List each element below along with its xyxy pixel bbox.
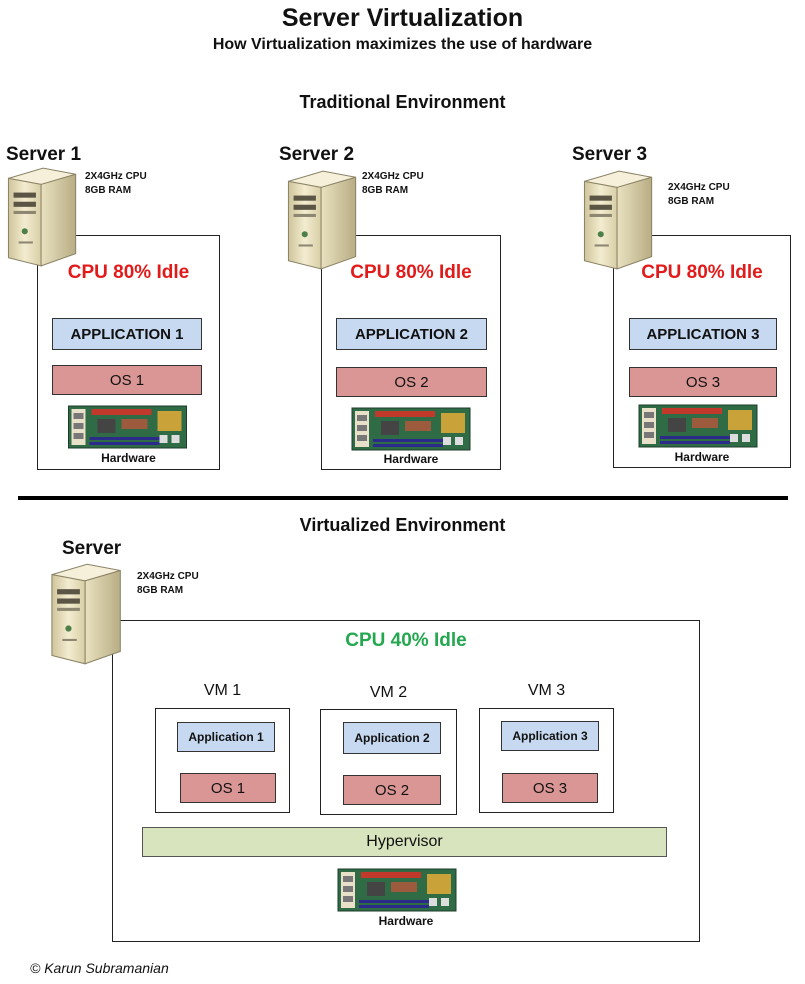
server-3-cpu-spec: 2X4GHz CPU — [668, 182, 730, 193]
server-3-name: Server 3 — [572, 144, 648, 165]
server-1-specs: 2X4GHz CPU 8GB RAM — [85, 170, 147, 198]
server-3-hardware-icon — [637, 404, 759, 448]
page-subtitle: How Virtualization maximizes the use of … — [212, 36, 593, 53]
server-2-specs: 2X4GHz CPU 8GB RAM — [362, 170, 424, 198]
vm-2-label: VM 2 — [369, 684, 408, 701]
server-2-tower-icon — [278, 163, 360, 275]
page-title: Server Virtualization — [281, 4, 524, 32]
server-1-hardware-label: Hardware — [101, 451, 156, 465]
vm-3-label: VM 3 — [527, 682, 566, 699]
server-2-ram-spec: 8GB RAM — [362, 185, 409, 196]
server-3-cpu-status: CPU 80% Idle — [641, 262, 763, 283]
virtual-server-cpu-spec: 2X4GHz CPU — [137, 571, 199, 582]
server-3-os: OS 3 — [629, 367, 777, 397]
server-1-os: OS 1 — [52, 365, 202, 395]
server-1-cpu-status: CPU 80% Idle — [67, 262, 190, 283]
virtual-cpu-status: CPU 40% Idle — [345, 630, 467, 651]
server-2-hardware-icon — [350, 407, 472, 451]
server-2-hardware-label: Hardware — [383, 452, 439, 466]
server-2-cpu-spec: 2X4GHz CPU — [362, 171, 424, 182]
server-1-application: APPLICATION 1 — [52, 318, 202, 350]
server-2-os: OS 2 — [336, 367, 487, 397]
virtual-server-specs: 2X4GHz CPU 8GB RAM — [137, 570, 199, 598]
virtual-hardware-icon — [336, 868, 458, 912]
vm-1-label: VM 1 — [203, 682, 242, 699]
traditional-heading: Traditional Environment — [299, 92, 506, 112]
virtual-server-ram-spec: 8GB RAM — [137, 585, 184, 596]
server-3-hardware-label: Hardware — [674, 450, 730, 464]
server-2-application: APPLICATION 2 — [336, 318, 487, 350]
server-3-specs: 2X4GHz CPU 8GB RAM — [668, 181, 730, 209]
server-3-ram-spec: 8GB RAM — [668, 196, 715, 207]
virtual-hardware-label: Hardware — [378, 914, 434, 928]
virtualized-heading: Virtualized Environment — [299, 515, 506, 535]
server-1-hardware-icon — [65, 405, 190, 449]
hypervisor-layer: Hypervisor — [142, 827, 667, 857]
server-3-tower-icon — [574, 163, 656, 275]
server-2-name: Server 2 — [279, 144, 355, 165]
section-divider — [18, 496, 788, 500]
vm-1-application: Application 1 — [177, 722, 275, 752]
server-1-tower-icon — [0, 160, 80, 272]
vm-3-os: OS 3 — [502, 773, 598, 803]
vm-3-application: Application 3 — [501, 721, 599, 751]
vm-2-os: OS 2 — [343, 775, 441, 805]
credit-text: © Karun Subramanian — [30, 960, 169, 976]
virtual-server-name: Server — [62, 538, 122, 559]
vm-2-application: Application 2 — [343, 722, 441, 754]
server-2-cpu-status: CPU 80% Idle — [350, 262, 472, 283]
server-1-name: Server 1 — [6, 144, 82, 165]
server-1-cpu-spec: 2X4GHz CPU — [85, 171, 147, 182]
server-1-ram-spec: 8GB RAM — [85, 185, 132, 196]
vm-1-os: OS 1 — [180, 773, 276, 803]
server-3-application: APPLICATION 3 — [629, 318, 777, 350]
virtual-server-tower-icon — [40, 556, 126, 670]
